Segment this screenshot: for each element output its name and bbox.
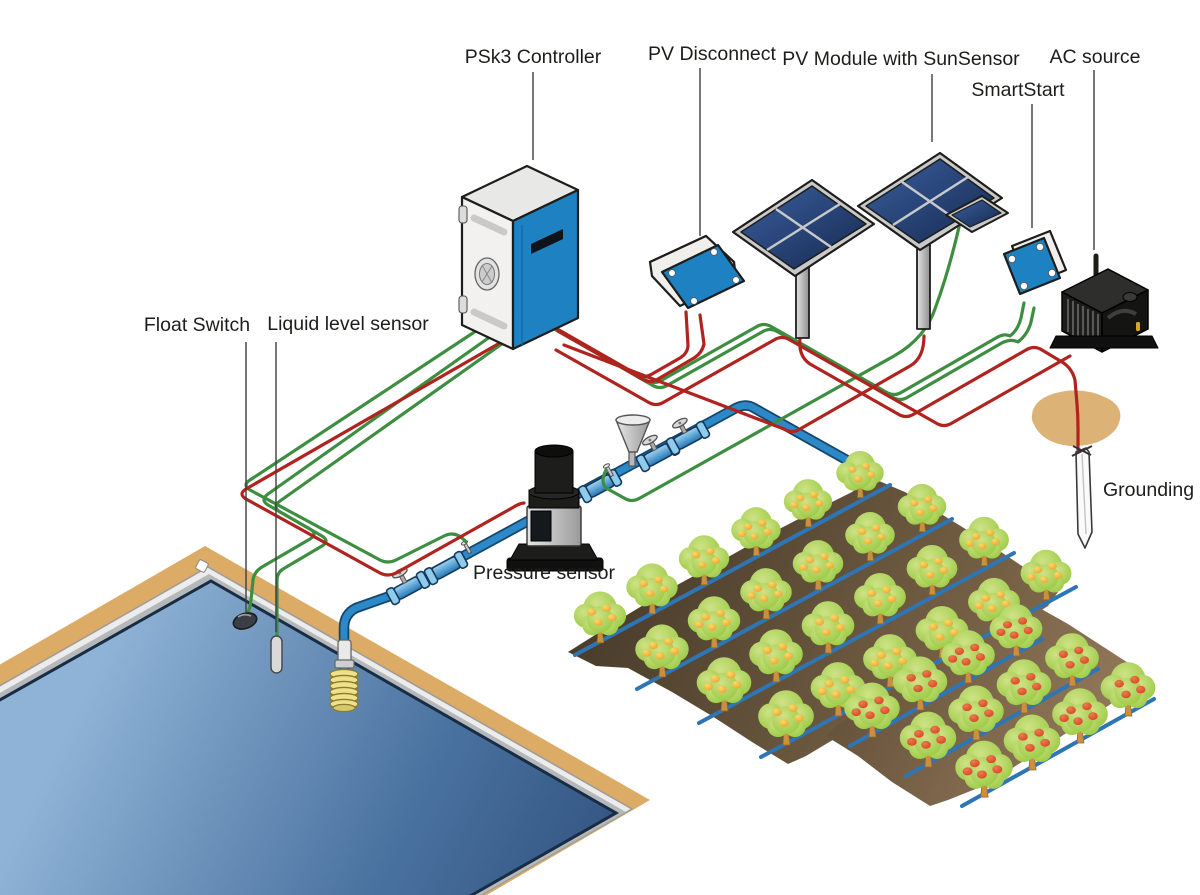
fruit-tree [892,656,948,711]
fruit-tree [845,511,895,562]
fruit-tree [749,629,803,683]
pv-module-2 [856,151,1009,330]
float-switch [232,612,258,630]
fruit-tree [1003,714,1061,771]
fruit-tree [635,624,689,678]
wire-smartstart-2 [540,306,1036,402]
fruit-tree [863,634,917,688]
fruit-tree [1100,662,1156,717]
label-pressure-sensor: Pressure sensor [473,562,615,584]
sun-sensor [945,195,1009,233]
pond-water [0,579,620,895]
fruit-tree [626,563,678,615]
fruit-tree [959,516,1009,567]
fruit-tree [678,535,730,586]
wire-disconnect-1 [550,310,690,379]
fruit-tree [1020,549,1072,601]
fruit-tree [899,711,957,768]
fruit-tree [783,479,833,527]
label-grounding: Grounding [1103,479,1194,501]
pond [0,546,650,895]
label-pv-disconnect: PV Disconnect [648,43,776,65]
fruit-tree [989,604,1043,657]
wire-pv1-ground [798,336,1080,452]
fruit-tree [941,630,995,684]
fruit-tree [792,540,844,591]
fruit-tree [844,682,900,738]
grounding-pad [1031,390,1121,447]
fruit-tree [854,573,906,625]
label-liquid-level: Liquid level sensor [267,313,429,335]
fruit-tree [897,483,947,532]
smartstart [1002,229,1068,296]
liquid-level-sensor-probe [270,635,283,674]
fruit-tree [758,690,814,746]
fruit-tree [696,657,752,712]
fruit-trees [573,450,1156,798]
orchard [568,450,1156,808]
fruit-tree [948,685,1004,741]
fruit-tree [740,568,792,620]
fruit-tree [906,544,958,596]
leader-lines [245,68,1095,632]
controller-display-slot [531,229,563,254]
fertilizer-funnel [614,414,652,467]
wire-generator [554,335,1072,428]
pv-disconnect [648,234,746,310]
fruit-tree [996,659,1052,714]
pipe-union-1 [422,549,470,587]
fruit-tree [801,601,855,654]
labels: PSk3 Controller PV Disconnect PV Module … [144,43,1194,584]
fruit-tree [1052,688,1108,744]
wire-sunsensor [601,212,964,503]
wires-green [244,212,1036,640]
wire-pv2 [562,334,926,434]
label-pv-module: PV Module with SunSensor [782,48,1020,70]
suction-strainer [329,639,359,713]
fruit-tree [955,740,1013,798]
wire-pressure-sensor [244,325,484,564]
fruit-tree [1045,633,1099,687]
fruit-tree [731,507,781,556]
label-float-switch: Float Switch [144,314,250,336]
pond-corner-fitting [195,559,209,573]
fruit-tree [915,605,969,659]
wire-pump [240,342,526,577]
fruit-tree [836,450,884,498]
psk3-controller [458,164,580,351]
pipe-union-2 [576,467,624,505]
wire-float-switch [244,332,496,618]
fruit-tree [573,591,627,644]
surface-pump [506,444,604,572]
label-psk3-controller: PSk3 Controller [465,46,602,68]
pv-module-1 [731,178,876,339]
grounding-rod [1071,445,1093,549]
wire-disconnect-2 [556,313,706,384]
wires-red [240,310,1080,577]
label-smartstart: SmartStart [971,79,1065,101]
fruit-tree [687,596,741,649]
ac-generator [1049,253,1159,353]
label-ac-source: AC source [1049,46,1140,68]
